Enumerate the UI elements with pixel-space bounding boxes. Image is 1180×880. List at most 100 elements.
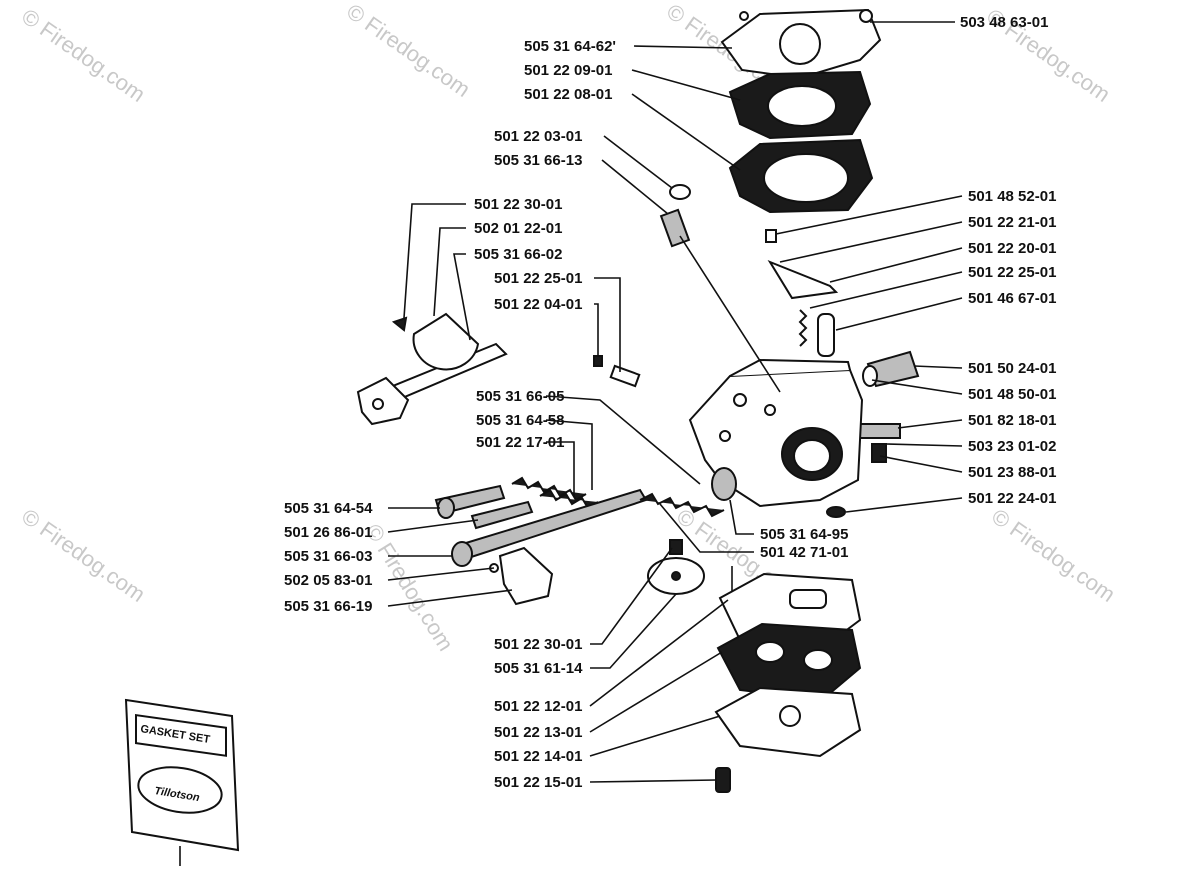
- card-title-box: [135, 713, 227, 757]
- check-valve: [669, 184, 691, 200]
- jet-body: [711, 467, 737, 501]
- bleed-screw: [659, 208, 691, 248]
- part-number-label: 505 31 66-02: [474, 246, 562, 263]
- gasket-window: [789, 589, 827, 609]
- part-number-label: 501 50 24-01: [968, 360, 1056, 377]
- part-number-label: 505 31 66-05: [476, 388, 564, 405]
- leader-line: [546, 441, 575, 496]
- leader-lines: [387, 21, 963, 783]
- cover-screw: [859, 9, 873, 23]
- plug: [871, 443, 887, 463]
- part-number-label: 501 22 04-01: [494, 296, 582, 313]
- part-number-label: 505 31 61-14: [494, 660, 583, 677]
- watermark: © Firedog.com: [361, 519, 459, 655]
- gasket-set-card: GASKET SET Tillotson: [124, 698, 240, 866]
- part-number-label: 501 22 24-01: [968, 490, 1056, 507]
- part-number-label: 501 26 86-01: [284, 524, 372, 541]
- body-hole: [733, 393, 747, 407]
- needle-spring: [511, 476, 587, 502]
- watermark: © Firedog.com: [17, 4, 150, 107]
- part-number-label: 501 22 30-01: [494, 636, 582, 653]
- part-number-label: 501 22 30-01: [474, 196, 562, 213]
- leader-line: [897, 419, 963, 429]
- part-number-label: 501 46 67-01: [968, 290, 1056, 307]
- cover-screw: [715, 767, 731, 793]
- idle-screw: [859, 423, 901, 439]
- leader-line: [589, 715, 721, 757]
- body-top: [729, 358, 851, 377]
- leader-line: [601, 159, 781, 393]
- choke-plate: [412, 312, 480, 371]
- leader-line: [809, 271, 963, 309]
- part-number-label: 505 31 66-13: [494, 152, 582, 169]
- leader-line: [433, 227, 466, 317]
- leader-line: [871, 379, 963, 395]
- throttle-lever: [498, 546, 554, 606]
- needle-head: [437, 497, 455, 519]
- part-number-label: 502 05 83-01: [284, 572, 372, 589]
- leader-line: [659, 503, 754, 553]
- fitting-end: [862, 365, 878, 387]
- metering-diaphragm-2: [716, 622, 862, 702]
- leader-line: [633, 45, 733, 49]
- leader-line: [453, 253, 471, 341]
- diaphragm-hole: [755, 641, 785, 663]
- diaphragm-hole: [803, 649, 833, 671]
- main-jet-spring: [639, 492, 725, 518]
- cover-disc: [779, 23, 821, 65]
- part-number-label: 501 22 21-01: [968, 214, 1056, 231]
- shaft-pin: [593, 355, 603, 367]
- part-number-label: 501 48 50-01: [968, 386, 1056, 403]
- metering-pin: [669, 539, 683, 555]
- leader-line: [590, 593, 677, 669]
- part-number-label: 501 48 52-01: [968, 188, 1056, 205]
- welch-plug: [826, 506, 846, 518]
- part-number-label: 501 22 08-01: [524, 86, 612, 103]
- leader-line: [594, 303, 599, 356]
- leader-line: [590, 547, 673, 645]
- leader-line: [387, 567, 495, 581]
- leader-line: [631, 69, 741, 101]
- part-number-label: 503 48 63-01: [960, 14, 1048, 31]
- idle-needle-head: [451, 541, 473, 567]
- gasket-inner: [763, 153, 849, 203]
- lever-spring: [798, 309, 808, 347]
- leader-line: [885, 443, 963, 447]
- part-number-label: 501 22 17-01: [476, 434, 564, 451]
- leader-line: [545, 395, 701, 485]
- low-speed-needle: [470, 500, 534, 530]
- choke-detent: [391, 316, 408, 332]
- part-number-label: 501 82 18-01: [968, 412, 1056, 429]
- part-number-label: 505 31 64-95: [760, 526, 848, 543]
- part-number-label: 505 31 66-03: [284, 548, 372, 565]
- inlet-needle: [817, 313, 835, 357]
- part-number-label: 505 31 64-62': [524, 38, 616, 55]
- part-number-label: 501 22 25-01: [968, 264, 1056, 281]
- part-number-label: 501 22 20-01: [968, 240, 1056, 257]
- leader-line: [879, 455, 963, 473]
- diaphragm-center: [671, 571, 681, 581]
- part-number-label: 501 22 15-01: [494, 774, 582, 791]
- diaphragm-inner: [767, 85, 837, 127]
- cover-detail: [779, 705, 801, 727]
- leader-line: [631, 93, 741, 171]
- part-labels: 503 48 63-01 505 31 64-62' 501 22 09-01 …: [284, 14, 1056, 791]
- part-number-label: 501 22 25-01: [494, 270, 582, 287]
- leader-line: [594, 277, 621, 372]
- inlet-pin: [765, 229, 777, 243]
- leader-line: [829, 247, 963, 283]
- leader-line: [589, 779, 717, 783]
- part-number-label: 501 42 71-01: [760, 544, 848, 561]
- leader-line: [779, 221, 963, 263]
- body-hole: [764, 404, 776, 416]
- shaft-spring: [609, 364, 641, 388]
- part-number-label: 502 01 22-01: [474, 220, 562, 237]
- leader-line: [729, 499, 754, 535]
- leader-line: [603, 135, 673, 189]
- part-number-label: 505 31 64-58: [476, 412, 564, 429]
- watermark: © Firedog.com: [17, 504, 150, 607]
- leader-line: [775, 195, 963, 235]
- part-number-label: 505 31 66-19: [284, 598, 372, 615]
- leader-line: [913, 365, 963, 369]
